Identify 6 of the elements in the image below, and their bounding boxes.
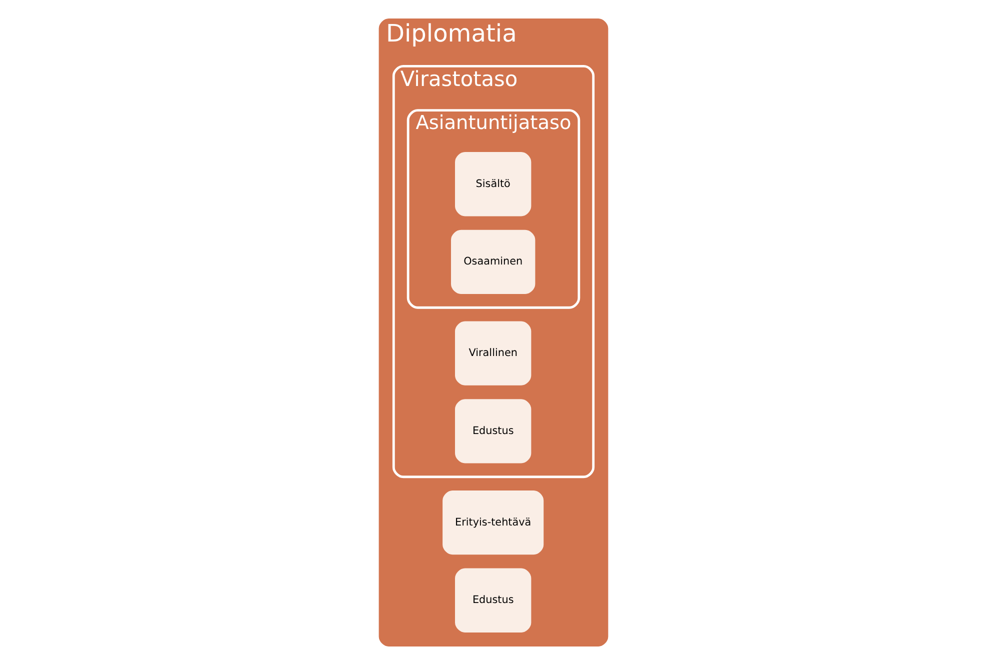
node-box: Sisältö	[455, 152, 532, 216]
node-box: Erityis-tehtävä	[442, 490, 544, 555]
node-box: Edustus	[455, 399, 532, 464]
node-box: Virallinen	[455, 321, 532, 386]
node-box: Edustus	[455, 568, 532, 632]
node-box: Osaaminen	[451, 230, 536, 294]
